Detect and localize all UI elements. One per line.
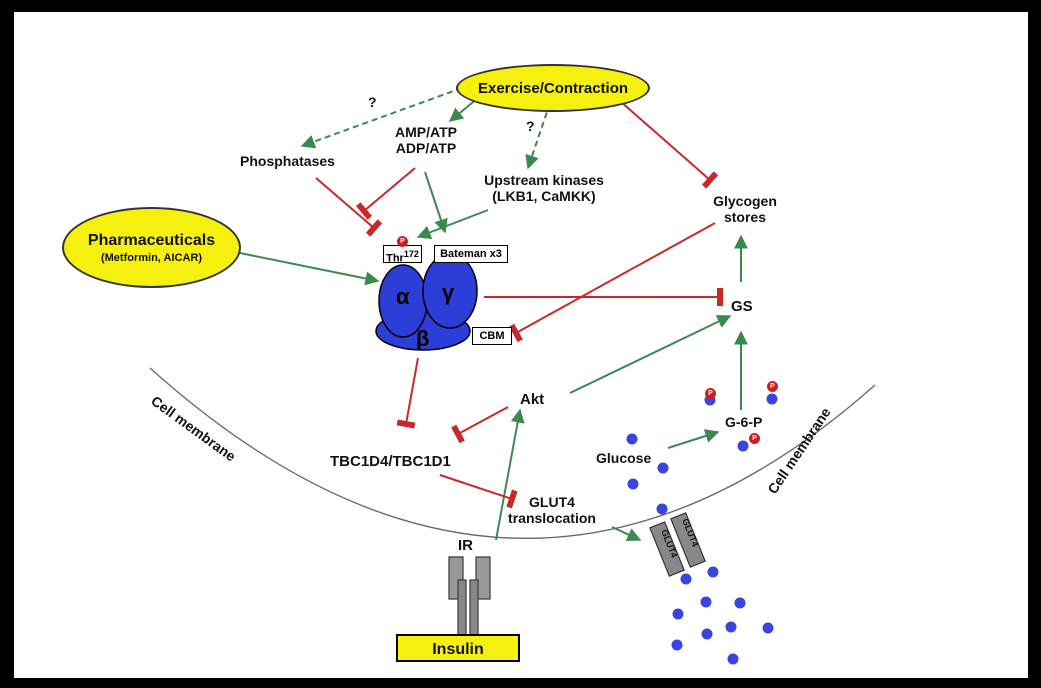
gs-label: GS — [731, 298, 753, 315]
amp-atp-ratio: AMP/ATP ADP/ATP — [384, 124, 468, 156]
pharmaceuticals-label: Pharmaceuticals — [87, 231, 216, 249]
glut4-label: GLUT4 — [529, 494, 575, 510]
glycogen-label: Glycogen — [713, 193, 777, 209]
glucose-label: Glucose — [596, 450, 652, 466]
inhibit-ampk-tbc — [396, 357, 419, 429]
adp-atp-label: ADP/ATP — [395, 140, 457, 157]
glut4-transporter-2 — [670, 512, 706, 568]
upstream-kinases-label: Upstream kinases — [484, 172, 604, 188]
glucose-molecules — [626, 393, 778, 665]
glucose-dot — [766, 393, 778, 405]
glucose-dot — [626, 433, 638, 445]
glucose-dot — [656, 503, 668, 515]
cbm-box: CBM — [472, 327, 512, 345]
thr-superscript: 172 — [403, 249, 419, 259]
inhibit-phosphatases-ampk — [315, 177, 383, 237]
glucose-dot — [727, 653, 739, 665]
phosphate-g6p-left: P — [705, 388, 716, 399]
glut4-transporter-1 — [649, 521, 685, 577]
inhibit-glycogen-cbm — [509, 222, 716, 343]
insulin-box: Insulin — [396, 634, 520, 662]
arrow-exercise-upstream — [525, 102, 551, 170]
gamma-label: γ — [442, 280, 455, 305]
glucose-dot — [627, 478, 639, 490]
cell-membrane-label-right: Cell membrane — [764, 404, 834, 496]
phosphatases-label: Phosphatases — [240, 153, 335, 169]
insulin-label: Insulin — [432, 641, 484, 658]
glucose-dot — [725, 621, 737, 633]
upstream-kinases-examples: (LKB1, CaMKK) — [492, 188, 596, 205]
pharmaceuticals-node: Pharmaceuticals (Metformin, AICAR) — [62, 207, 241, 288]
glucose-dot — [701, 628, 713, 640]
arrow-akt-gs — [569, 315, 732, 394]
arrow-exercise-phosphatases — [300, 87, 463, 149]
inhibit-exercise-glycogen — [619, 100, 719, 189]
question-mark-upstream: ? — [526, 118, 535, 134]
thr172-box: Thr172 — [383, 245, 422, 265]
bateman-label: Bateman x3 — [440, 248, 502, 260]
arrow-ir-akt — [495, 408, 525, 541]
pharmaceuticals-examples: (Metformin, AICAR) — [100, 251, 203, 264]
glucose-dot — [734, 597, 746, 609]
glut4-translocation: GLUT4 translocation — [496, 494, 608, 526]
inhibit-ampatp-phosphatases — [355, 167, 416, 220]
arrow-pharma-ampk — [239, 252, 380, 286]
g6p-label: G-6-P — [725, 414, 763, 430]
thr-label: Thr — [386, 252, 404, 265]
stores-label: stores — [723, 209, 767, 226]
glucose-dot — [762, 622, 774, 634]
phosphate-g6p-bottom: P — [749, 433, 760, 444]
glucose-dot — [672, 608, 684, 620]
phosphate-thr172: P — [397, 236, 408, 247]
inhibit-akt-tbc — [451, 406, 509, 444]
glycogen-stores: Glycogen stores — [705, 193, 785, 225]
arrow-upstream-ampk — [416, 209, 489, 239]
cell-membrane-curve — [149, 367, 876, 539]
exercise-contraction-node: Exercise/Contraction — [456, 64, 650, 112]
glucose-dot — [700, 596, 712, 608]
ir-label: IR — [458, 537, 473, 554]
tbc1d4-tbc1d1-label: TBC1D4/TBC1D1 — [330, 453, 451, 470]
upstream-kinases: Upstream kinases (LKB1, CaMKK) — [474, 172, 614, 204]
arrow-glut4-translocation — [611, 526, 642, 542]
cbm-label: CBM — [479, 330, 505, 342]
exercise-label: Exercise/Contraction — [477, 79, 629, 97]
question-mark-phosphatases: ? — [368, 94, 377, 110]
insulin-receptor — [448, 556, 491, 637]
arrow-adpatp-ampk — [424, 171, 448, 234]
ampk-complex — [375, 253, 478, 351]
amp-atp-label: AMP/ATP — [395, 124, 457, 140]
bateman-box: Bateman x3 — [434, 245, 508, 263]
akt-label: Akt — [520, 391, 545, 408]
inhibit-tbc-glut4 — [439, 474, 518, 509]
glucose-dot — [680, 573, 692, 585]
glucose-dot — [671, 639, 683, 651]
glucose-dot — [707, 566, 719, 578]
glucose-dot — [737, 440, 749, 452]
alpha-label: α — [396, 284, 410, 309]
arrow-glucose-g6p — [667, 429, 720, 449]
phosphate-g6p-right: P — [767, 381, 778, 392]
beta-label: β — [416, 326, 430, 351]
glucose-dot — [657, 462, 669, 474]
translocation-label: translocation — [508, 510, 596, 527]
